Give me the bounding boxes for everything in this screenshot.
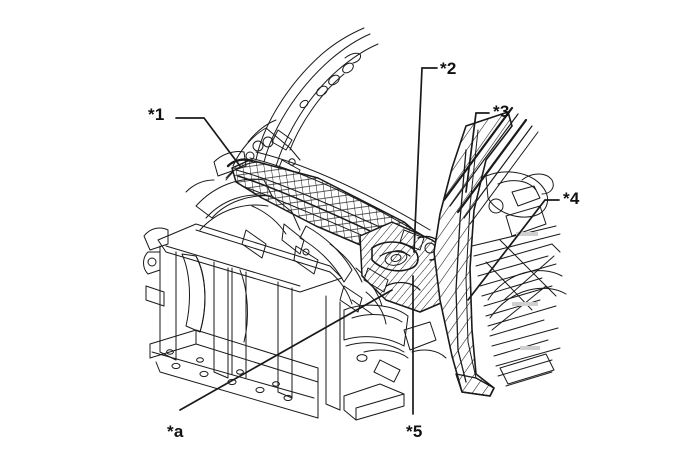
callout-label-5: *5 bbox=[406, 422, 423, 441]
leader-line-3 bbox=[465, 112, 490, 193]
callout-label-3: *3 bbox=[493, 102, 510, 121]
front-side-rail bbox=[343, 304, 447, 421]
front-apron-center bbox=[185, 151, 373, 315]
callout-label-2: *2 bbox=[440, 59, 457, 78]
leader-line-2 bbox=[413, 67, 438, 253]
callout-label-4: *4 bbox=[563, 189, 580, 208]
callout-label-a: *a bbox=[167, 422, 184, 441]
hood-outer-edge bbox=[255, 27, 379, 167]
leader-line-4 bbox=[467, 199, 560, 301]
leader-line-a bbox=[179, 289, 393, 411]
leader-line-1 bbox=[175, 117, 241, 167]
radiator-support-frame bbox=[143, 223, 343, 419]
callout-label-1: *1 bbox=[148, 105, 165, 124]
side-body-structure bbox=[471, 171, 567, 387]
cowl-upper-edge bbox=[249, 157, 425, 237]
